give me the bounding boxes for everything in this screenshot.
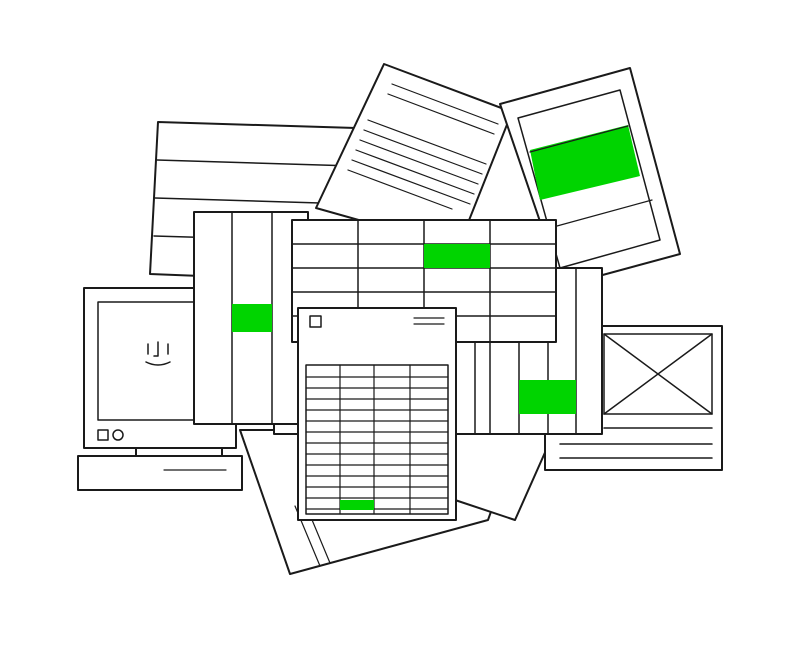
front-form-document: [297, 307, 457, 521]
tall-sheet-highlight: [232, 304, 272, 332]
form-checkbox-icon: [309, 315, 322, 328]
grid-highlight-cell: [424, 244, 490, 268]
highlight-bar: [530, 125, 640, 200]
form-highlight-cell: [340, 500, 374, 510]
tall-column-sheet: [193, 211, 309, 425]
text-document: [315, 63, 513, 249]
column-highlight: [519, 380, 576, 414]
